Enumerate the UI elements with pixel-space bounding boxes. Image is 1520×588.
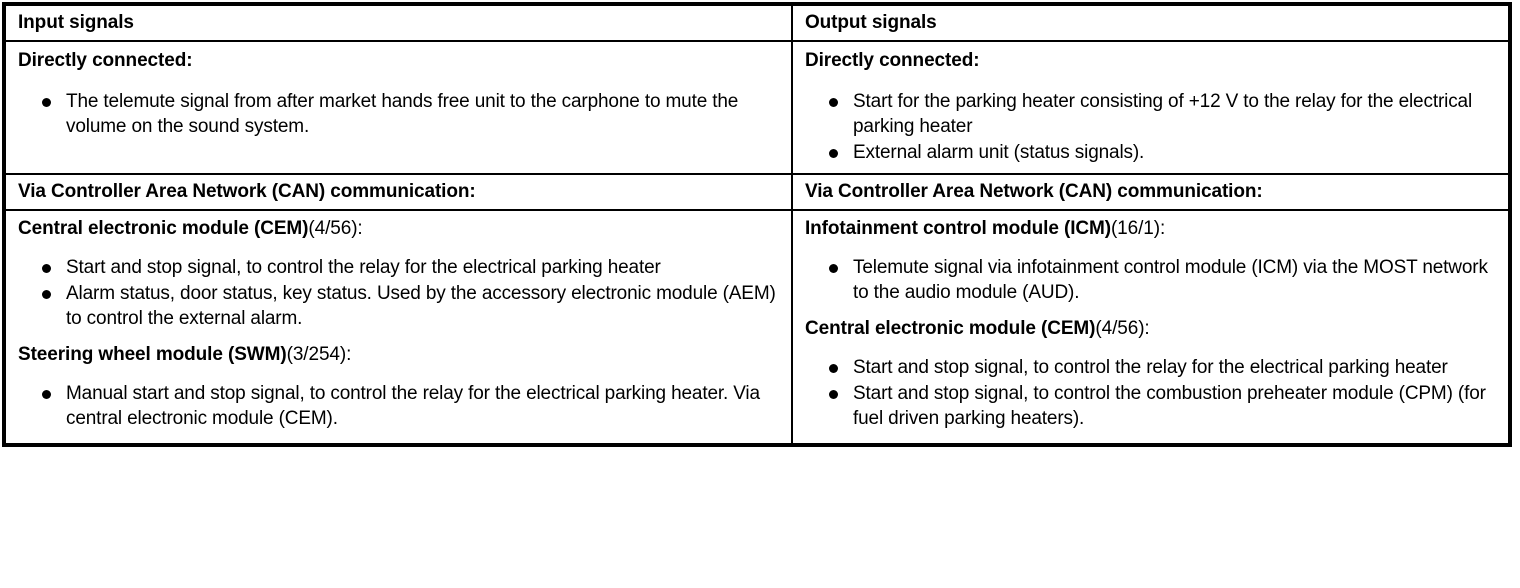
- bullet-icon: [42, 390, 51, 399]
- bullet-icon: [829, 149, 838, 158]
- bullet-icon: [829, 390, 838, 399]
- bullet-list-output-cem: Start and stop signal, to control the re…: [805, 355, 1498, 431]
- subheading-directly-connected-input: Directly connected:: [18, 50, 193, 71]
- bullet-icon: [42, 264, 51, 273]
- module-heading-cem-input: Central electronic module (CEM)(4/56):: [18, 215, 781, 243]
- bullet-icon: [829, 98, 838, 107]
- cell-output-can-body: Infotainment control module (ICM)(16/1):…: [791, 209, 1511, 446]
- bullet-list-input-directly-connected: The telemute signal from after market ha…: [18, 89, 781, 139]
- cell-input-directly-connected: Directly connected: The telemute signal …: [3, 40, 793, 175]
- module-heading-title: Central electronic module (CEM): [18, 218, 309, 239]
- module-heading-ref: (4/56):: [308, 218, 363, 239]
- module-heading-cem-output: Central electronic module (CEM)(4/56):: [805, 315, 1498, 343]
- subheading-directly-connected-output: Directly connected:: [805, 50, 980, 71]
- subheading-can-input: Via Controller Area Network (CAN) commun…: [18, 181, 476, 202]
- list-item: The telemute signal from after market ha…: [18, 89, 781, 139]
- module-heading-swm-input: Steering wheel module (SWM)(3/254):: [18, 341, 781, 369]
- table-row-can-header: Via Controller Area Network (CAN) commun…: [3, 173, 1511, 211]
- list-item: Start and stop signal, to control the co…: [805, 381, 1498, 431]
- list-item: Telemute signal via infotainment control…: [805, 255, 1498, 305]
- bullet-icon: [42, 290, 51, 299]
- signal-table: Input signals Output signals Directly co…: [2, 2, 1512, 447]
- list-item-text: The telemute signal from after market ha…: [66, 91, 739, 137]
- bullet-list-input-cem: Start and stop signal, to control the re…: [18, 255, 781, 331]
- module-heading-ref: (16/1):: [1110, 218, 1166, 239]
- module-heading-title: Infotainment control module (ICM): [805, 218, 1111, 239]
- module-heading-ref: (3/254):: [286, 344, 352, 365]
- bullet-icon: [829, 264, 838, 273]
- list-item: Manual start and stop signal, to control…: [18, 381, 781, 431]
- table-row-can-body: Central electronic module (CEM)(4/56): S…: [3, 209, 1511, 446]
- list-item-text: External alarm unit (status signals).: [853, 142, 1145, 163]
- module-heading-title: Central electronic module (CEM): [805, 318, 1096, 339]
- list-item: Start and stop signal, to control the re…: [18, 255, 781, 280]
- list-item-text: Start and stop signal, to control the re…: [66, 257, 661, 278]
- module-heading-icm-output: Infotainment control module (ICM)(16/1):: [805, 215, 1498, 243]
- header-cell-input: Input signals: [3, 3, 793, 42]
- list-item-text: Start and stop signal, to control the re…: [853, 357, 1448, 378]
- list-item-text: Alarm status, door status, key status. U…: [66, 283, 776, 329]
- module-heading-ref: (4/56):: [1095, 318, 1150, 339]
- bullet-list-output-directly-connected: Start for the parking heater consisting …: [805, 89, 1498, 165]
- list-item-text: Start for the parking heater consisting …: [853, 91, 1473, 137]
- list-item-text: Start and stop signal, to control the co…: [853, 383, 1486, 429]
- bullet-list-input-swm: Manual start and stop signal, to control…: [18, 381, 781, 431]
- cell-input-can-body: Central electronic module (CEM)(4/56): S…: [3, 209, 793, 446]
- subheading-can-output: Via Controller Area Network (CAN) commun…: [805, 181, 1263, 202]
- list-item-text: Manual start and stop signal, to control…: [66, 383, 760, 429]
- list-item: Start and stop signal, to control the re…: [805, 355, 1498, 380]
- bullet-list-output-icm: Telemute signal via infotainment control…: [805, 255, 1498, 305]
- list-item: Alarm status, door status, key status. U…: [18, 281, 781, 331]
- cell-output-directly-connected: Directly connected: Start for the parkin…: [791, 40, 1511, 175]
- module-heading-title: Steering wheel module (SWM): [18, 344, 287, 365]
- column-header-input-signals: Input signals: [18, 12, 134, 33]
- bullet-icon: [42, 98, 51, 107]
- column-header-output-signals: Output signals: [805, 12, 937, 33]
- bullet-icon: [829, 364, 838, 373]
- header-cell-output: Output signals: [791, 3, 1511, 42]
- table-header-row: Input signals Output signals: [3, 3, 1511, 42]
- cell-output-can-header: Via Controller Area Network (CAN) commun…: [791, 173, 1511, 211]
- list-item: Start for the parking heater consisting …: [805, 89, 1498, 139]
- list-item-text: Telemute signal via infotainment control…: [853, 257, 1488, 303]
- cell-input-can-header: Via Controller Area Network (CAN) commun…: [3, 173, 793, 211]
- list-item: External alarm unit (status signals).: [805, 140, 1498, 165]
- table-row-directly-connected: Directly connected: The telemute signal …: [3, 40, 1511, 175]
